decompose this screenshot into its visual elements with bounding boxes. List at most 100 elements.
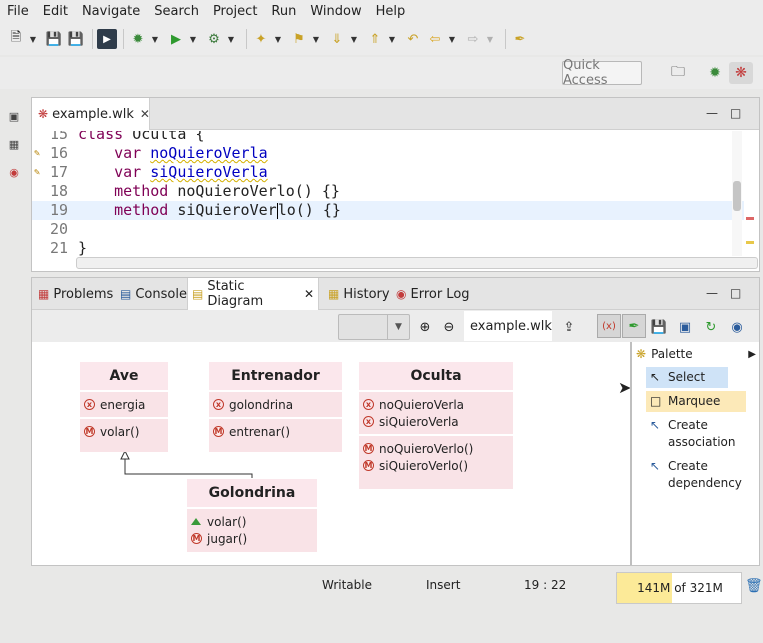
save-all-icon[interactable]: 💾	[67, 31, 85, 47]
open-type-icon[interactable]: ✦	[255, 31, 267, 47]
maximize-icon[interactable]: □	[730, 286, 742, 300]
scroll-thumb[interactable]	[733, 181, 741, 211]
external-tools-dropdown-icon[interactable]: ▼	[227, 34, 235, 44]
next-annotation-icon[interactable]: ⇓	[331, 31, 343, 47]
minimize-icon[interactable]: —	[706, 106, 718, 120]
editor-tab[interactable]: ❋ example.wlk ✕	[32, 98, 150, 130]
menu-edit[interactable]: Edit	[42, 4, 68, 19]
error-marker[interactable]	[746, 217, 754, 220]
code-line[interactable]: 19 method siQuieroVerlo() {}	[32, 201, 744, 220]
open-type-dropdown-icon[interactable]: ▼	[274, 34, 282, 44]
run-dropdown-icon[interactable]: ▼	[189, 34, 197, 44]
wollok-icon[interactable]: ◉	[9, 165, 19, 179]
menu-file[interactable]: File	[7, 4, 29, 19]
show-variables-icon[interactable]: (x)	[597, 314, 621, 338]
chevron-down-icon[interactable]: ▼	[387, 315, 409, 339]
wollok-perspective-icon[interactable]: ❋	[729, 62, 753, 84]
palette-select[interactable]: ↖Select	[646, 367, 728, 388]
save-icon[interactable]: 💾	[45, 31, 63, 47]
debug-perspective-icon[interactable]: ✹	[709, 65, 721, 81]
forward-dropdown-icon[interactable]: ▼	[486, 34, 494, 44]
next-annotation-dropdown-icon[interactable]: ▼	[350, 34, 358, 44]
inheritance-connector[interactable]	[32, 342, 630, 565]
diagram-file-tab[interactable]: example.wlk	[464, 311, 552, 341]
horizontal-scrollbar[interactable]	[76, 257, 758, 269]
tab-static-diagram[interactable]: ▤ Static Diagram ✕	[187, 278, 319, 310]
back-dropdown-icon[interactable]: ▼	[448, 34, 456, 44]
menu-help[interactable]: Help	[375, 4, 406, 19]
restore-icon[interactable]: ▣	[8, 109, 20, 123]
garbage-collect-icon[interactable]: 🗑	[745, 578, 763, 594]
forward-icon[interactable]: ⇨	[467, 31, 479, 47]
annotation-dropdown-icon[interactable]: ▼	[312, 34, 320, 44]
menu-project[interactable]: Project	[212, 4, 258, 19]
vertical-scrollbar[interactable]	[732, 131, 742, 256]
run-icon[interactable]: ▶	[171, 31, 181, 47]
debug-icon[interactable]: ✹	[132, 31, 144, 47]
close-icon[interactable]: ✕	[139, 107, 150, 121]
quick-access-field[interactable]: Quick Access	[562, 58, 642, 88]
close-icon[interactable]: ✕	[303, 287, 314, 301]
zoom-out-icon[interactable]: ⊖	[443, 319, 455, 335]
tab-problems[interactable]: ▦ Problems	[34, 278, 117, 310]
terminal-icon[interactable]: ▶	[97, 29, 117, 49]
refresh-icon[interactable]: ↻	[705, 319, 717, 335]
code-line[interactable]: ✎16 var noQuieroVerla	[32, 144, 744, 163]
menu-search[interactable]: Search	[154, 4, 199, 19]
save-diagram-icon[interactable]: 💾	[650, 319, 668, 335]
menu-run[interactable]: Run	[271, 4, 297, 19]
tab-error-log[interactable]: ◉ Error Log	[392, 278, 474, 310]
prev-annotation-dropdown-icon[interactable]: ▼	[388, 34, 396, 44]
menu-window[interactable]: Window	[310, 4, 362, 19]
new-icon[interactable]: 🗎	[10, 30, 22, 45]
code-line[interactable]: 18 method noQuieroVerlo() {}	[32, 182, 744, 201]
code-line[interactable]: ✎17 var siQuieroVerla	[32, 163, 744, 182]
pin-editor-icon[interactable]: ✒	[514, 31, 526, 47]
search-diagram-icon[interactable]: ◉	[731, 319, 743, 335]
code-line[interactable]: 20	[32, 220, 744, 239]
palette-header[interactable]: ❋ Palette ▶	[636, 344, 756, 364]
outline-icon[interactable]: ▦	[8, 137, 20, 151]
annotation-icon[interactable]: ⚑	[293, 31, 305, 47]
warning-annotation-icon[interactable]: ✎	[34, 148, 41, 159]
new-dropdown-icon[interactable]: ▼	[29, 34, 37, 44]
maximize-icon[interactable]: □	[730, 106, 742, 120]
export-icon[interactable]: ⇪	[563, 319, 575, 335]
code-line[interactable]: 21}	[32, 239, 744, 256]
pin-icon[interactable]: ✒	[622, 314, 646, 338]
heap-status[interactable]: 141M of 321M	[616, 572, 742, 604]
chevron-right-icon[interactable]: ▶	[748, 348, 756, 360]
overridden-method[interactable]: volar()	[191, 513, 313, 530]
palette-create-dependency[interactable]: ↖Create dependency	[646, 456, 746, 494]
back-icon[interactable]: ⇦	[429, 31, 441, 47]
palette-create-association[interactable]: ↖Create association	[646, 415, 746, 453]
menu-navigate[interactable]: Navigate	[81, 4, 141, 19]
tab-console[interactable]: ▤ Console	[116, 278, 191, 310]
open-perspective-icon[interactable]: 🗀	[671, 64, 685, 80]
warning-annotation-icon[interactable]: ✎	[34, 167, 41, 178]
tab-history[interactable]: ▦ History	[324, 278, 394, 310]
external-tools-icon[interactable]: ⚙	[208, 31, 220, 47]
prev-annotation-icon[interactable]: ⇑	[369, 31, 381, 47]
hide-icon[interactable]: ▣	[678, 319, 692, 335]
palette-marquee[interactable]: □Marquee	[646, 391, 746, 412]
zoom-combo[interactable]: ▼	[338, 314, 410, 340]
debug-dropdown-icon[interactable]: ▼	[151, 34, 159, 44]
zoom-in-icon[interactable]: ⊕	[419, 319, 431, 335]
